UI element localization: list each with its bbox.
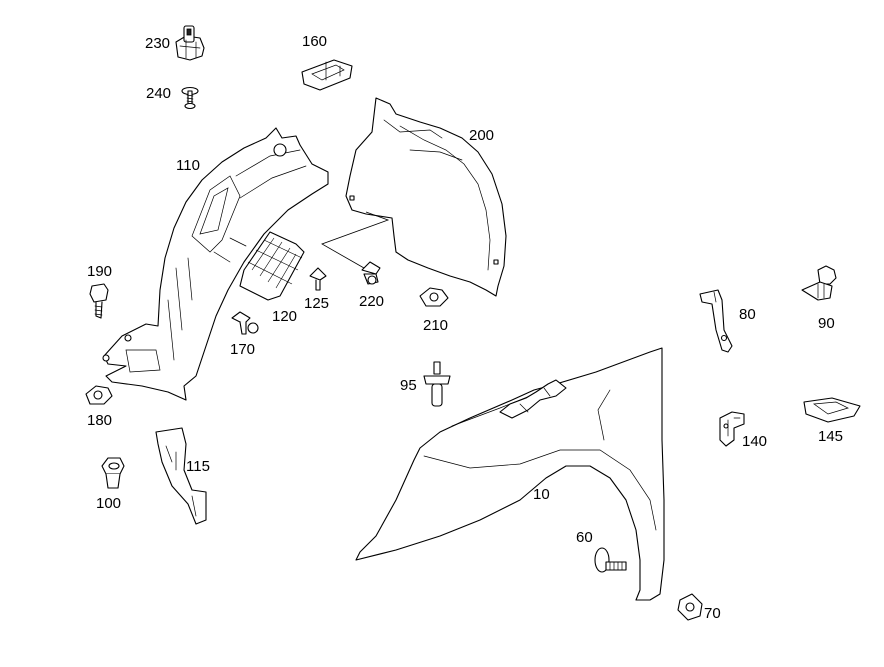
part-70-nut[interactable] [677,593,703,621]
part-160-clip[interactable] [301,59,353,91]
callout-125: 125 [304,295,329,312]
part-140-bracket[interactable] [719,411,745,447]
part-240-screw[interactable] [181,86,199,110]
part-120-vent-grille[interactable] [239,231,305,301]
part-90-plastic-rivet[interactable] [801,265,837,301]
part-125-rivet[interactable] [309,267,327,291]
part-230-clip-nut[interactable] [175,25,205,61]
leader-220 [321,211,390,269]
part-210-expanding-nut[interactable] [419,287,449,307]
callout-110: 110 [176,157,200,174]
part-180-expanding-nut[interactable] [85,385,113,405]
part-95-stud[interactable] [423,361,451,407]
callout-95: 95 [400,377,417,394]
part-60-stud[interactable] [594,547,627,573]
callout-10: 10 [533,486,550,503]
callout-240: 240 [146,85,171,102]
callout-140: 140 [742,433,767,450]
callout-100: 100 [96,495,121,512]
callout-115: 115 [186,458,210,475]
part-115-guide[interactable] [155,427,207,525]
callout-120: 120 [272,308,297,325]
callout-190: 190 [87,263,112,280]
part-170-push-pin[interactable] [231,311,259,335]
callout-145: 145 [818,428,843,445]
part-220-push-clip[interactable] [361,261,381,285]
callout-160: 160 [302,33,327,50]
callout-230: 230 [145,35,170,52]
part-190-bolt[interactable] [89,283,109,319]
part-200-fender-liner[interactable] [345,97,507,297]
part-80-bracket[interactable] [699,289,733,353]
callout-90: 90 [818,315,835,332]
callout-80: 80 [739,306,756,323]
callout-210: 210 [423,317,448,334]
callout-200: 200 [469,127,494,144]
part-100-spacer[interactable] [101,457,125,489]
callout-220: 220 [359,293,384,310]
callout-60: 60 [576,529,593,546]
callout-180: 180 [87,412,112,429]
part-145-clip[interactable] [803,397,861,423]
part-10-fender[interactable] [355,347,665,601]
callout-170: 170 [230,341,255,358]
callout-70: 70 [704,605,721,622]
part-110-wheel-arch-liner[interactable] [102,127,329,401]
